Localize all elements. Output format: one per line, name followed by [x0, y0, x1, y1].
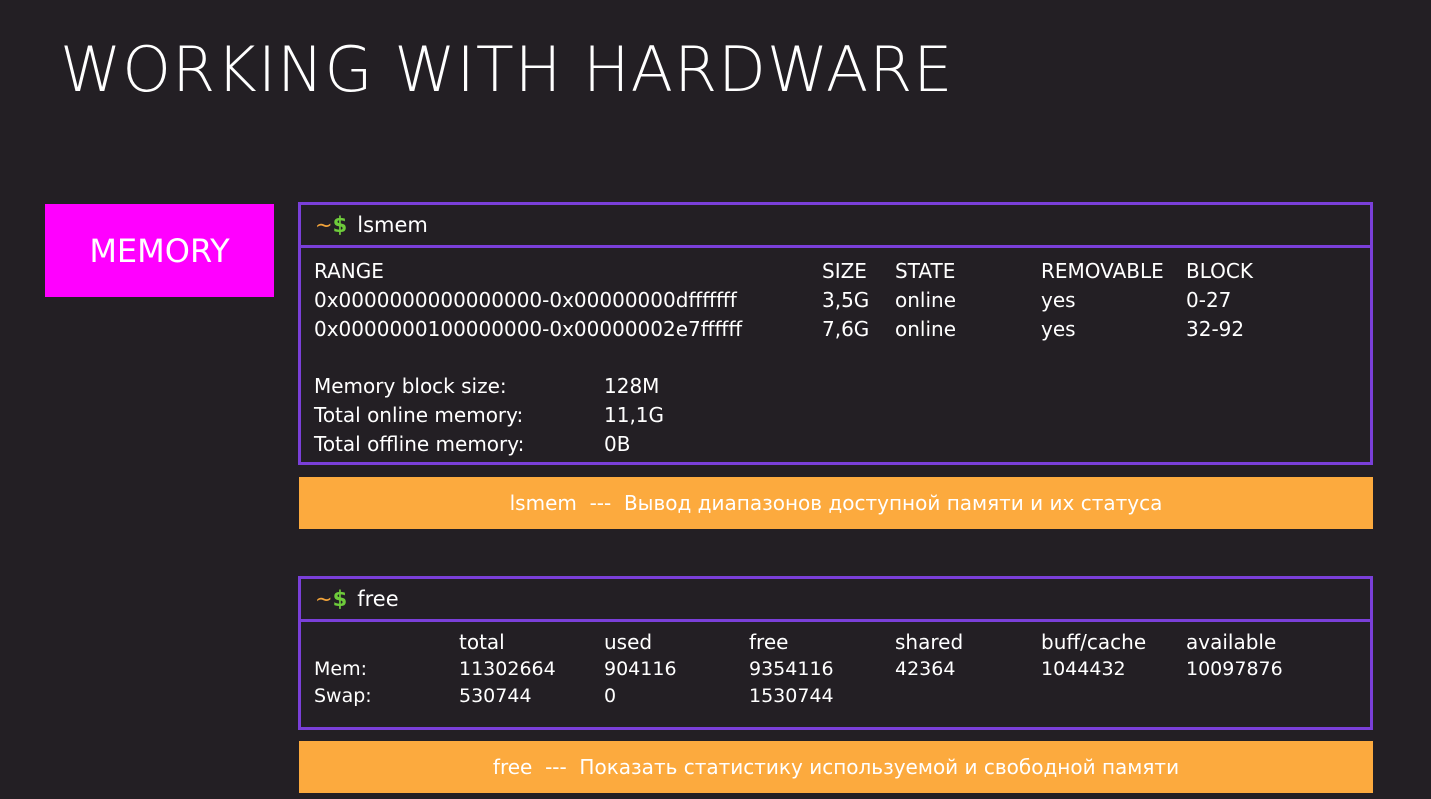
free-row-swap-total: 530744 — [459, 685, 532, 707]
lsmem-row-1-removable: yes — [1041, 288, 1076, 312]
lsmem-row-1-size: 3,5G — [822, 288, 870, 312]
lsmem-row-2-block: 32-92 — [1186, 317, 1245, 341]
free-header-total: total — [459, 630, 505, 654]
free-row-mem-label: Mem: — [314, 658, 367, 680]
lsmem-command: lsmem — [357, 213, 428, 237]
free-header-buff-cache: buff/cache — [1041, 630, 1147, 654]
free-command: free — [357, 587, 399, 611]
lsmem-header-size: SIZE — [822, 259, 867, 283]
free-header-available: available — [1186, 630, 1277, 654]
lsmem-row-1-range: 0x0000000000000000-0x00000000dfffffff — [314, 288, 737, 312]
lsmem-header-state: STATE — [895, 259, 956, 283]
lsmem-row-1-block: 0-27 — [1186, 288, 1232, 312]
lsmem-block-size-value: 128M — [604, 374, 660, 398]
free-header-used: used — [604, 630, 653, 654]
lsmem-row-2-size: 7,6G — [822, 317, 870, 341]
prompt-dollar: $ — [332, 213, 348, 237]
lsmem-header-block: BLOCK — [1186, 259, 1253, 283]
lsmem-caption: lsmem --- Вывод диапазонов доступной пам… — [299, 477, 1373, 529]
free-command-line: ~ $ free — [301, 579, 1370, 622]
free-row-mem-free: 9354116 — [749, 658, 834, 680]
lsmem-row-2-removable: yes — [1041, 317, 1076, 341]
free-row-swap-free: 1530744 — [749, 685, 834, 707]
free-header-free: free — [749, 630, 789, 654]
page-title: WORKING WITH HARDWARE — [60, 33, 954, 106]
free-row-mem-used: 904116 — [604, 658, 677, 680]
lsmem-online-memory-label: Total online memory: — [314, 403, 524, 427]
lsmem-online-memory-value: 11,1G — [604, 403, 665, 427]
free-header-shared: shared — [895, 630, 964, 654]
free-row-swap-used: 0 — [604, 685, 617, 707]
lsmem-offline-memory-value: 0B — [604, 432, 631, 456]
prompt-tilde: ~ — [315, 213, 333, 237]
lsmem-block-size-label: Memory block size: — [314, 374, 507, 398]
lsmem-row-2-range: 0x0000000100000000-0x00000002e7ffffff — [314, 317, 743, 341]
lsmem-row-2-state: online — [895, 317, 957, 341]
lsmem-offline-memory-label: Total offline memory: — [314, 432, 525, 456]
free-caption: free --- Показать статистику используемо… — [299, 741, 1373, 793]
free-terminal: ~ $ free total used free shared buff/cac… — [298, 576, 1373, 730]
free-row-mem-buff-cache: 1044432 — [1041, 658, 1126, 680]
lsmem-terminal: ~ $ lsmem RANGE SIZE STATE REMOVABLE BLO… — [298, 202, 1373, 465]
free-row-swap-label: Swap: — [314, 685, 372, 707]
lsmem-row-1-state: online — [895, 288, 957, 312]
free-row-mem-shared: 42364 — [895, 658, 956, 680]
lsmem-command-line: ~ $ lsmem — [301, 205, 1370, 248]
free-row-mem-available: 10097876 — [1186, 658, 1283, 680]
lsmem-header-range: RANGE — [314, 259, 384, 283]
free-row-mem-total: 11302664 — [459, 658, 556, 680]
section-tag-memory: MEMORY — [45, 204, 274, 297]
lsmem-header-removable: REMOVABLE — [1041, 259, 1164, 283]
prompt-tilde: ~ — [315, 587, 333, 611]
prompt-dollar: $ — [332, 587, 348, 611]
